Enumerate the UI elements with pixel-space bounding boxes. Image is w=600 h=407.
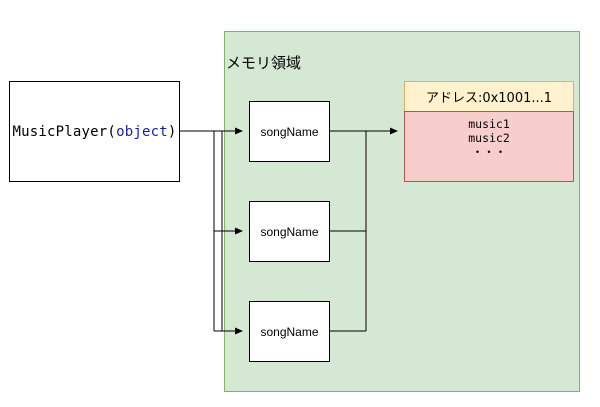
memory-region-label: メモリ領域 [226,54,302,72]
memory-content-item: music2 [468,131,510,145]
music-player-object: MusicPlayer(object) [9,81,180,182]
memory-contents: music1 music2 ・・・ [404,111,574,182]
song-name-label: songName [260,124,319,139]
music-player-name: MusicPlayer [12,123,108,140]
memory-address-header: アドレス:0x1001...1 [404,81,574,112]
music-player-paren-close: ) [167,123,177,140]
memory-content-item: music1 [468,117,510,131]
memory-address-label: アドレス:0x1001...1 [425,91,553,106]
song-name-label: songName [260,224,319,239]
song-name-label: songName [260,324,319,339]
memory-content-item: ・・・ [471,145,507,159]
music-player-type: object [116,123,168,140]
song-name-ref-1: songName [249,101,330,162]
song-name-ref-3: songName [249,301,330,362]
song-name-ref-2: songName [249,201,330,262]
music-player-paren-open: ( [107,123,117,140]
